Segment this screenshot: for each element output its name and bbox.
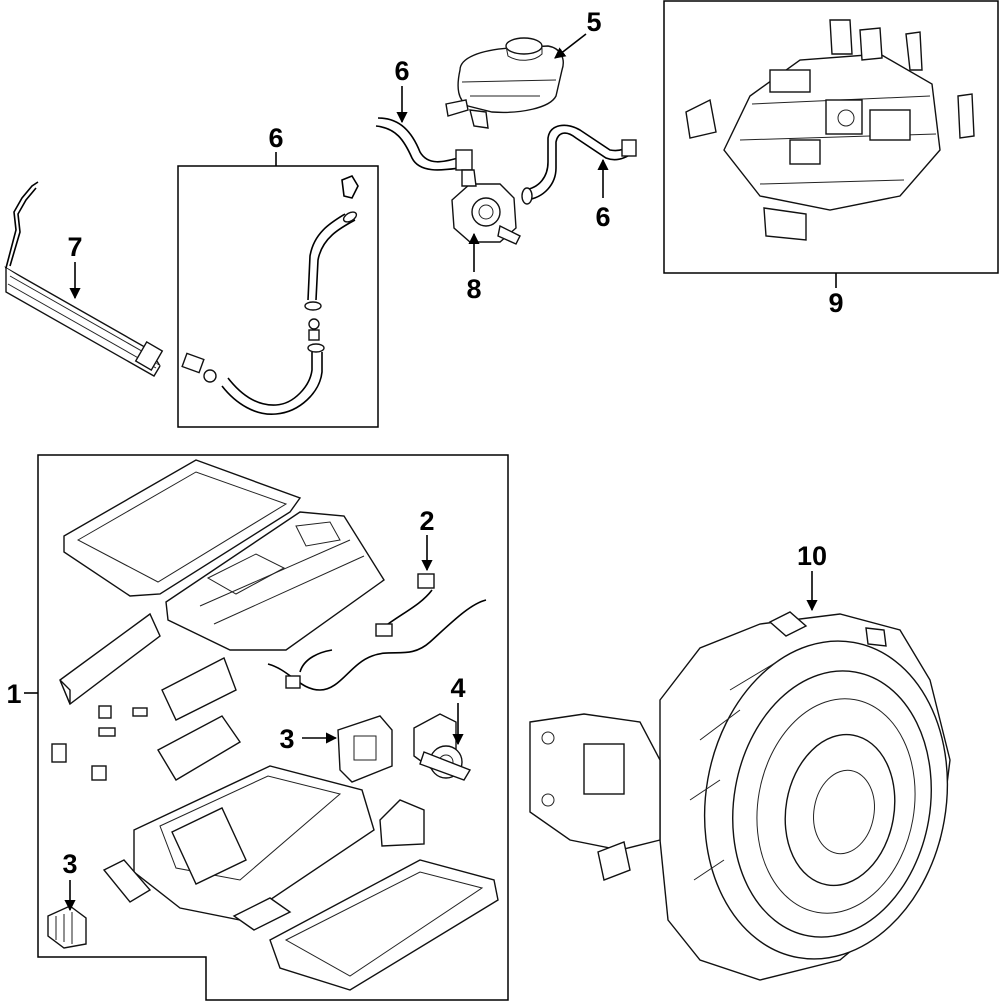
callout-6-left: 6 — [394, 56, 409, 86]
hose-kit-box — [177, 165, 379, 428]
callout-3-upper: 3 — [279, 724, 294, 754]
reservoir-part-5 — [445, 37, 564, 129]
callout-4: 4 — [450, 673, 465, 703]
connector-part-3-lower — [47, 905, 87, 949]
duct-part-4 — [413, 713, 472, 781]
callout-1: 1 — [6, 679, 21, 709]
callout-3-lower: 3 — [62, 849, 77, 879]
callout-2: 2 — [419, 506, 434, 536]
hose-part-6-upper-left — [375, 117, 473, 171]
battery-pack-part-1 — [51, 459, 499, 991]
hose-part-6-right — [521, 124, 637, 205]
callout-9: 9 — [828, 288, 843, 318]
callout-8: 8 — [466, 274, 481, 304]
hose-set-part-6 — [181, 175, 359, 415]
callout-10: 10 — [797, 541, 827, 571]
callout-6-right: 6 — [595, 202, 610, 232]
radiator-part-7 — [4, 181, 164, 377]
drive-motor-part-10 — [529, 611, 951, 981]
callout-6-box: 6 — [268, 123, 283, 153]
leader-5 — [554, 33, 587, 59]
inverter-box — [663, 0, 999, 274]
harness-part-2 — [267, 573, 487, 691]
callout-5: 5 — [586, 7, 601, 37]
inverter-part-9 — [685, 19, 975, 241]
pump-part-8 — [451, 169, 521, 245]
callout-7: 7 — [67, 232, 82, 262]
battery-pack-box — [37, 454, 509, 1001]
bracket-part-3-upper — [337, 715, 393, 783]
